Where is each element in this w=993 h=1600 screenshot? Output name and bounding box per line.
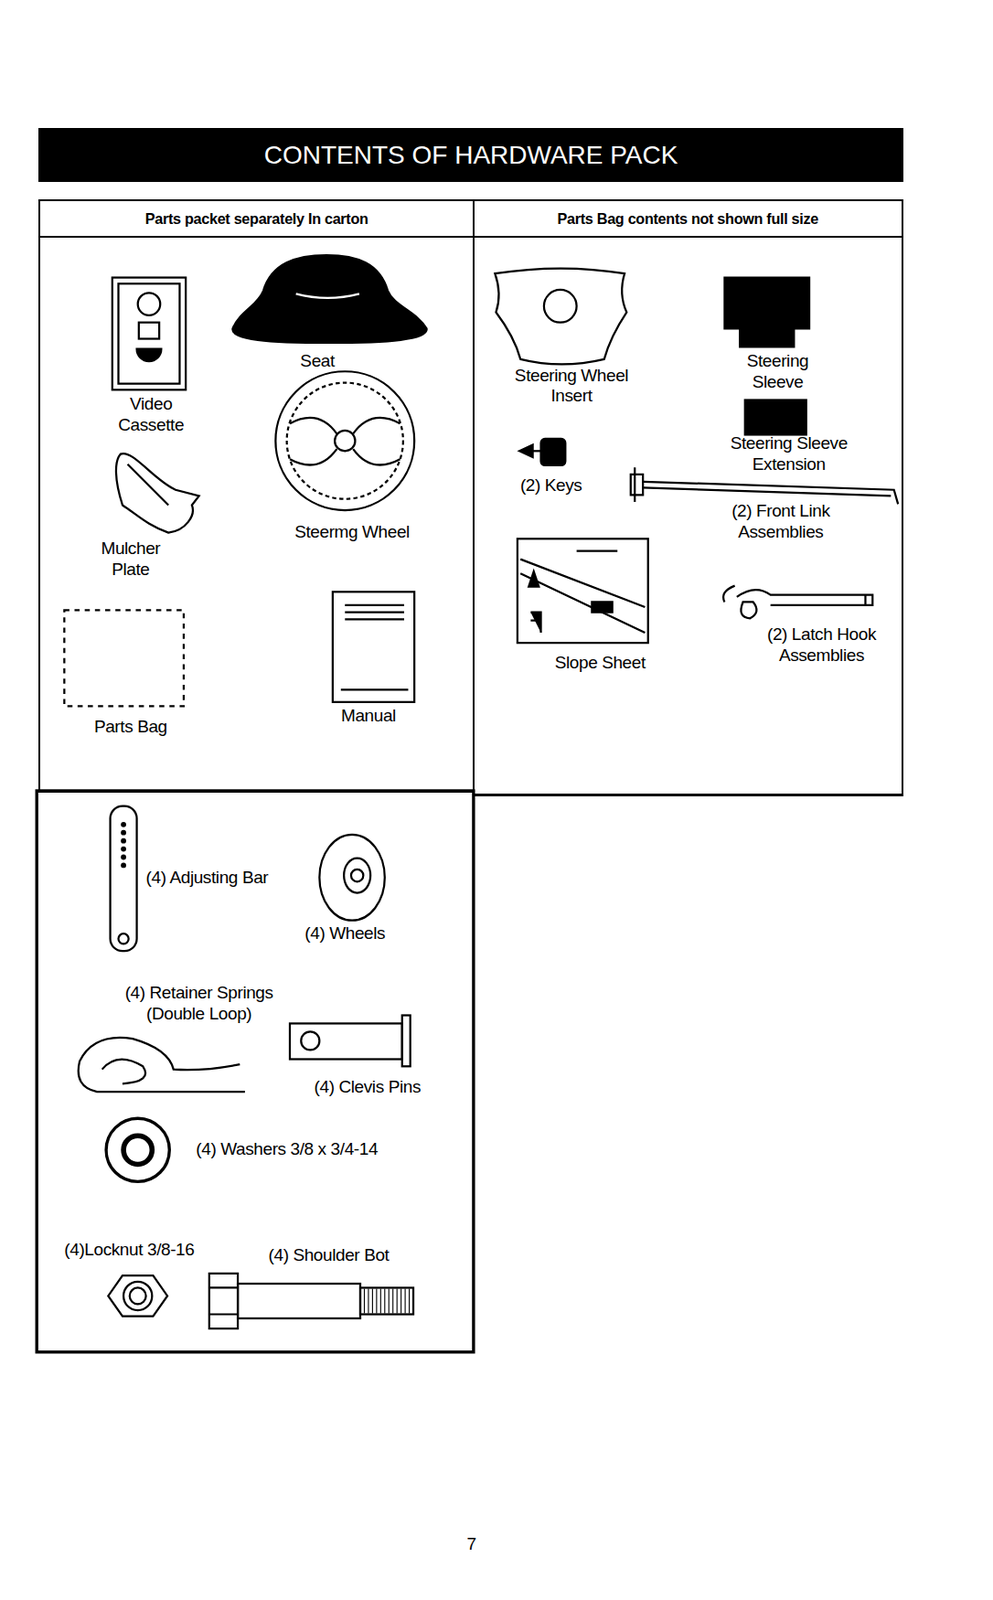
mulcher-plate-icon xyxy=(116,453,200,534)
part-label: Slope Sheet xyxy=(533,652,667,674)
part-label: Seat xyxy=(276,351,358,373)
sleeve-extension-icon xyxy=(745,400,807,436)
part-label: Video Cassette xyxy=(99,394,203,437)
part-label: (4) Adjusting Bar xyxy=(146,867,321,889)
parts-bag-icon xyxy=(64,609,184,706)
wheel-icon xyxy=(319,834,385,921)
steering-wheel-insert-icon xyxy=(494,268,627,365)
part-label: Steering Wheel Insert xyxy=(502,365,641,408)
seat-icon xyxy=(232,255,427,343)
part-label: (4) Clevis Pins xyxy=(290,1077,444,1099)
part-label: (4) Wheels xyxy=(283,923,406,945)
page-number: 7 xyxy=(450,1534,492,1556)
part-label: (2) Keys xyxy=(504,475,597,497)
clevis-pin-icon xyxy=(289,1014,411,1067)
retainer-spring-icon xyxy=(78,1037,246,1092)
part-label: (4)Locknut 3/8-16 xyxy=(64,1239,248,1261)
part-label: Steermg Wheel xyxy=(270,522,435,544)
key-icon xyxy=(519,438,566,466)
washer-icon xyxy=(106,1118,170,1182)
steering-sleeve-icon xyxy=(724,277,810,348)
part-label: (2) Latch Hook Assemblies xyxy=(747,624,897,667)
parts-panel: Parts packet separately In carton xyxy=(38,199,475,794)
part-label: Parts Bag xyxy=(69,716,193,738)
panel-outline xyxy=(36,790,474,1353)
part-label: Manual xyxy=(317,705,420,727)
title-bar: CONTENTS OF HARDWARE PACK xyxy=(38,128,903,182)
shoulder-bolt-icon xyxy=(209,1273,414,1329)
panel-heading: Parts Bag contents not shown full size xyxy=(474,201,902,238)
part-label: (4) Shoulder Bot xyxy=(268,1245,463,1267)
steering-wheel-icon xyxy=(275,371,415,511)
adjusting-bar-icon xyxy=(110,806,138,951)
manual-icon xyxy=(332,591,415,703)
panel-heading: Parts packet separately In carton xyxy=(40,201,473,238)
part-label: Steering Sleeve xyxy=(731,351,823,394)
part-label: (4) Retainer Springs (Double Loop) xyxy=(96,982,301,1026)
video-cassette-icon xyxy=(112,277,186,391)
latch-hook-icon xyxy=(723,586,873,620)
part-label: (2) Front Link Assemblies xyxy=(719,501,843,544)
part-label: (4) Washers 3/8 x 3/4-14 xyxy=(195,1139,451,1161)
parts-panel: Parts Bag contents not shown full size xyxy=(472,199,904,797)
locknut-icon xyxy=(107,1275,168,1317)
part-label: Mulcher Plate xyxy=(85,538,177,581)
slope-sheet-icon xyxy=(517,538,649,643)
part-label: Steering Sleeve Extension xyxy=(717,433,861,476)
